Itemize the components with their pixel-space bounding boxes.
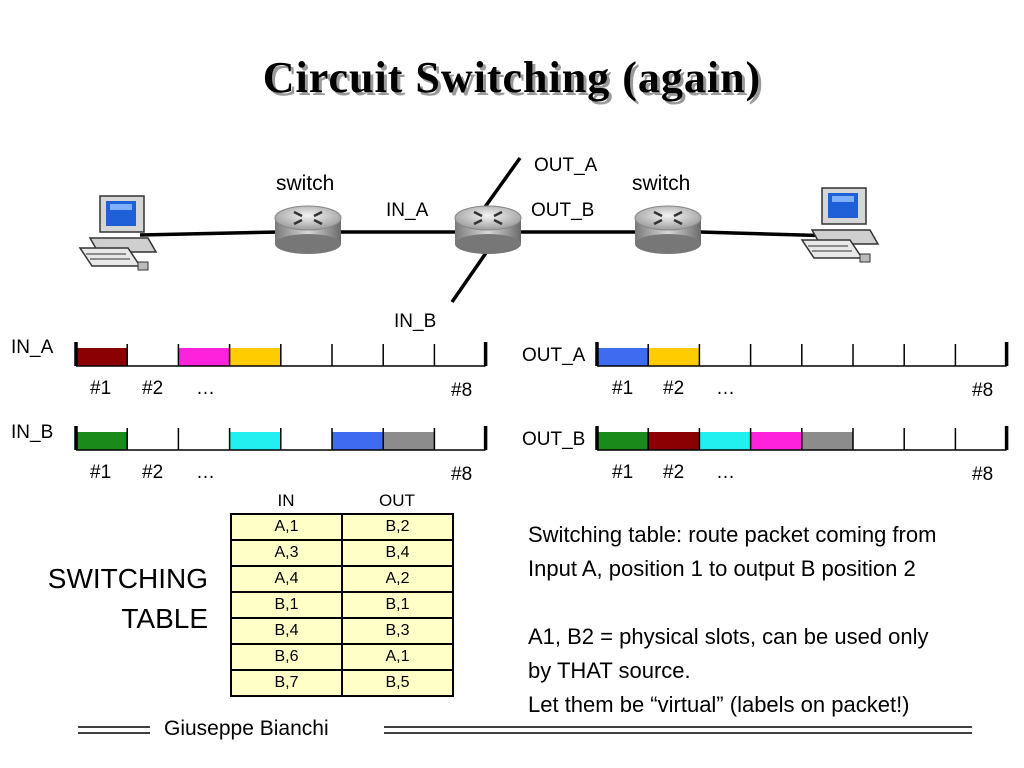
note-line: by THAT source. xyxy=(528,658,691,683)
frame-slot xyxy=(383,432,435,450)
slot-label-ellipsis: … xyxy=(196,462,215,483)
link-in-b xyxy=(450,249,490,303)
table-header-in: IN xyxy=(277,491,295,510)
router-left-icon xyxy=(273,204,343,256)
switching-table-title-line2: TABLE xyxy=(121,603,208,634)
frame-out-a-label: OUT_A xyxy=(522,345,586,366)
table-cell-out: B,1 xyxy=(341,591,454,619)
frame-slot xyxy=(178,348,230,366)
table-cell-in: A,1 xyxy=(230,513,343,541)
slot-label-ellipsis: … xyxy=(716,378,735,399)
frame-slot xyxy=(597,348,649,366)
frame-in-b xyxy=(74,426,488,451)
slot-label-first: #1 xyxy=(90,462,112,483)
slot-label-second: #2 xyxy=(142,462,164,483)
computer-right-icon xyxy=(801,187,879,263)
frame-slot xyxy=(750,432,802,450)
switch-left-label: switch xyxy=(276,172,335,195)
table-cell-in: B,7 xyxy=(230,669,343,697)
note-line: Input A, position 1 to output B position… xyxy=(528,556,916,581)
slot-label-ellipsis: … xyxy=(716,462,735,483)
computer-left-icon xyxy=(79,195,157,271)
link-switch-pc xyxy=(699,230,837,238)
frame-in-a xyxy=(74,342,488,367)
switch-right-label: switch xyxy=(632,172,691,195)
link-out-a xyxy=(478,156,522,216)
table-cell-out: B,4 xyxy=(341,539,454,567)
note-line: Let them be “virtual” (labels on packet!… xyxy=(528,692,910,717)
frame-in-a-label: IN_A xyxy=(11,337,54,358)
frame-out-a xyxy=(595,342,1009,367)
port-in-a-label: IN_A xyxy=(386,200,429,221)
note-line: A1, B2 = physical slots, can be used onl… xyxy=(528,624,929,649)
slot-label-second: #2 xyxy=(663,462,685,483)
port-out-b-label: OUT_B xyxy=(531,200,595,221)
switching-table-title-line1: SWITCHING xyxy=(47,563,208,594)
slot-label-second: #2 xyxy=(142,378,164,399)
frame-slot xyxy=(648,432,700,450)
frame-slot xyxy=(229,348,281,366)
port-out-a-label: OUT_A xyxy=(534,155,598,176)
slot-label-last: #8 xyxy=(451,380,473,401)
table-cell-out: B,3 xyxy=(341,617,454,645)
table-cell-out: A,2 xyxy=(341,565,454,593)
slot-label-last: #8 xyxy=(972,380,994,401)
table-cell-out: B,5 xyxy=(341,669,454,697)
note-line: Switching table: route packet coming fro… xyxy=(528,522,937,547)
frame-out-b-label: OUT_B xyxy=(522,429,586,450)
table-cell-out: A,1 xyxy=(341,643,454,671)
frame-slot xyxy=(76,348,128,366)
table-cell-out: B,2 xyxy=(341,513,454,541)
frame-out-b xyxy=(595,426,1009,451)
table-header-out: OUT xyxy=(379,491,415,510)
table-cell-in: B,4 xyxy=(230,617,343,645)
link-pc-switch xyxy=(139,230,281,237)
slot-label-first: #1 xyxy=(612,462,634,483)
table-cell-in: B,1 xyxy=(230,591,343,619)
frame-slot xyxy=(229,432,281,450)
frame-slot xyxy=(801,432,853,450)
frame-slot xyxy=(332,432,384,450)
slot-label-first: #1 xyxy=(90,378,112,399)
table-cell-in: B,6 xyxy=(230,643,343,671)
frame-in-b-label: IN_B xyxy=(11,422,54,443)
slot-label-second: #2 xyxy=(663,378,685,399)
slot-label-last: #8 xyxy=(451,464,473,485)
footer-author: Giuseppe Bianchi xyxy=(164,717,329,740)
slot-label-first: #1 xyxy=(612,378,634,399)
frame-slot xyxy=(597,432,649,450)
router-center-icon xyxy=(453,204,523,256)
slot-label-ellipsis: … xyxy=(196,378,215,399)
frame-slot xyxy=(76,432,128,450)
port-in-b-label: IN_B xyxy=(394,311,437,332)
slot-label-last: #8 xyxy=(972,464,994,485)
frame-slot xyxy=(648,348,700,366)
router-right-icon xyxy=(633,204,703,256)
table-cell-in: A,4 xyxy=(230,565,343,593)
switching-table-title: SWITCHING TABLE xyxy=(40,559,208,639)
frame-slot xyxy=(699,432,751,450)
table-cell-in: A,3 xyxy=(230,539,343,567)
slide-title: Circuit Switching (again) xyxy=(262,53,762,102)
